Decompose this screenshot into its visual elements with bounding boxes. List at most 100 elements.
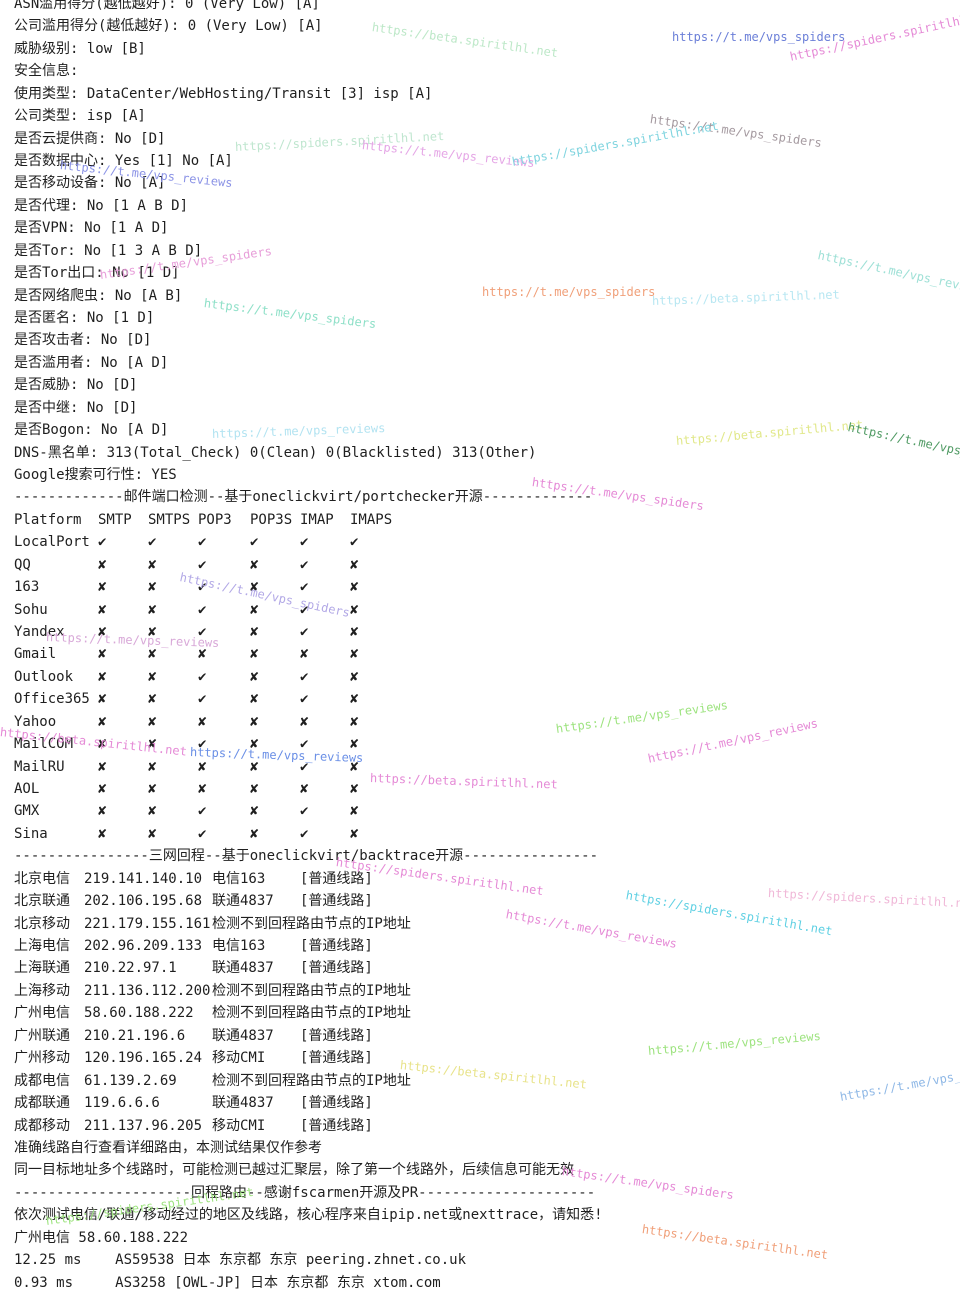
port-status-cell: POP3 <box>198 511 232 528</box>
mail-table-row: MailRU✘✘✘✘✔✘ <box>14 757 434 777</box>
mail-table-row: MailCOM✘✘✔✘✔✘ <box>14 734 434 754</box>
port-status-cell: ✘ <box>198 646 207 663</box>
ip-cell: 120.196.165.24 <box>84 1050 203 1067</box>
port-status-cell: ✘ <box>98 758 107 775</box>
line-type-cell: [普通线路] <box>300 1117 373 1134</box>
port-status-cell: ✘ <box>98 556 107 573</box>
info-line: 是否云提供商: No [D] <box>14 130 166 147</box>
platform-cell: Yahoo <box>14 713 57 730</box>
mail-table-row: Office365✘✘✔✘✔✘ <box>14 689 434 709</box>
city-isp-cell: 上海联通 <box>14 960 70 977</box>
port-status-cell: ✔ <box>250 534 259 551</box>
route-cell: 联通4837 <box>212 960 274 977</box>
port-status-cell: ✘ <box>350 825 359 842</box>
ip-cell: 210.22.97.1 <box>84 960 177 977</box>
platform-cell: 163 <box>14 579 40 596</box>
info-line: 是否威胁: No [D] <box>14 377 138 394</box>
port-status-cell: ✘ <box>148 668 157 685</box>
info-line: DNS-黑名单: 313(Total_Check) 0(Clean) 0(Bla… <box>14 444 537 461</box>
info-line: ASN滥用得分(越低越好): 0 (Very Low) [A] <box>14 0 320 12</box>
port-status-cell: ✘ <box>148 646 157 663</box>
mail-table-row: Yandex✘✘✔✘✔✘ <box>14 622 434 642</box>
city-isp-cell: 上海电信 <box>14 938 70 955</box>
port-status-cell: ✔ <box>300 556 309 573</box>
line-type-cell: [普通线路] <box>300 1050 373 1067</box>
port-status-cell: ✔ <box>300 624 309 641</box>
port-status-cell: ✘ <box>350 624 359 641</box>
port-status-cell: ✔ <box>198 579 207 596</box>
watermark-text: https://beta.spiritlhl.net <box>675 417 864 448</box>
ip-cell: 210.21.196.6 <box>84 1027 186 1044</box>
city-isp-cell: 成都电信 <box>14 1072 70 1089</box>
info-line: 是否匿名: No [1 D] <box>14 310 155 327</box>
port-status-cell: ✘ <box>148 691 157 708</box>
city-isp-cell: 广州移动 <box>14 1050 70 1067</box>
info-line: 是否Tor出口: No [1 D] <box>14 265 180 282</box>
city-isp-cell: 北京移动 <box>14 915 70 932</box>
port-status-cell: ✘ <box>198 781 207 798</box>
platform-cell: AOL <box>14 781 40 798</box>
line-type-cell: [普通线路] <box>300 893 373 910</box>
ip-cell: 202.96.209.133 <box>84 938 203 955</box>
platform-cell: MailCOM <box>14 736 74 753</box>
port-status-cell: ✔ <box>198 534 207 551</box>
info-line: 是否代理: No [1 A B D] <box>14 197 189 214</box>
route-section-header: ---------------------回程路由--感谢fscarmen开源及… <box>14 1184 596 1201</box>
backtrace-section-header: ----------------三网回程--基于oneclickvirt/bac… <box>14 848 599 865</box>
route-cell: 检测不到回程路由节点的IP地址 <box>212 915 411 932</box>
ip-cell: 119.6.6.6 <box>84 1095 160 1112</box>
route-cell: 联通4837 <box>212 893 274 910</box>
backtrace-note: 准确线路自行查看详细路由，本测试结果仅作参考 <box>14 1139 322 1156</box>
info-line: 安全信息: <box>14 63 79 80</box>
watermark-text: https://t.me/vps_spiders <box>203 296 377 332</box>
port-status-cell: ✔ <box>300 534 309 551</box>
port-status-cell: ✘ <box>148 624 157 641</box>
port-status-cell: ✘ <box>250 646 259 663</box>
port-status-cell: ✘ <box>350 803 359 820</box>
line-type-cell: [普通线路] <box>300 870 373 887</box>
mail-table-row: Yahoo✘✘✘✘✘✘ <box>14 712 434 732</box>
city-isp-cell: 成都联通 <box>14 1095 70 1112</box>
watermark-text: https://t.me/vps_reviews <box>647 1028 822 1058</box>
info-line: 是否Tor: No [1 3 A B D] <box>14 242 203 259</box>
port-status-cell: ✘ <box>250 758 259 775</box>
port-status-cell: ✘ <box>300 646 309 663</box>
port-status-cell: ✘ <box>350 781 359 798</box>
route-cell: 移动CMI <box>212 1050 266 1067</box>
line-type-cell: [普通线路] <box>300 1027 373 1044</box>
info-line: 是否网络爬虫: No [A B] <box>14 287 183 304</box>
port-status-cell: ✔ <box>350 534 359 551</box>
port-status-cell: SMTP <box>98 511 132 528</box>
watermark-text: https://t.me/vps_reviews <box>211 420 386 441</box>
port-status-cell: ✘ <box>148 803 157 820</box>
port-status-cell: ✘ <box>250 668 259 685</box>
route-note: 依次测试电信/联通/移动经过的地区及线路，核心程序来自ipip.net或next… <box>14 1207 603 1224</box>
route-cell: 联通4837 <box>212 1095 274 1112</box>
info-line: 威胁级别: low [B] <box>14 40 146 57</box>
port-status-cell: IMAPS <box>350 511 393 528</box>
port-status-cell: ✘ <box>350 668 359 685</box>
port-status-cell: ✘ <box>148 601 157 618</box>
port-status-cell: ✔ <box>198 825 207 842</box>
city-isp-cell: 广州联通 <box>14 1027 70 1044</box>
mail-section-header: -------------邮件端口检测--基于oneclickvirt/port… <box>14 489 593 506</box>
platform-cell: LocalPort <box>14 534 90 551</box>
port-status-cell: ✔ <box>300 758 309 775</box>
city-isp-cell: 北京电信 <box>14 870 70 887</box>
port-status-cell: ✔ <box>198 668 207 685</box>
port-status-cell: ✘ <box>148 781 157 798</box>
port-status-cell: ✘ <box>350 713 359 730</box>
port-status-cell: ✘ <box>98 668 107 685</box>
mail-table-row: AOL✘✘✘✘✘✘ <box>14 779 434 799</box>
route-cell: 检测不到回程路由节点的IP地址 <box>212 1072 411 1089</box>
port-status-cell: ✘ <box>198 713 207 730</box>
port-status-cell: ✘ <box>350 736 359 753</box>
info-line: Google搜索可行性: YES <box>14 467 177 484</box>
mail-table-row: QQ✘✘✔✘✔✘ <box>14 555 434 575</box>
